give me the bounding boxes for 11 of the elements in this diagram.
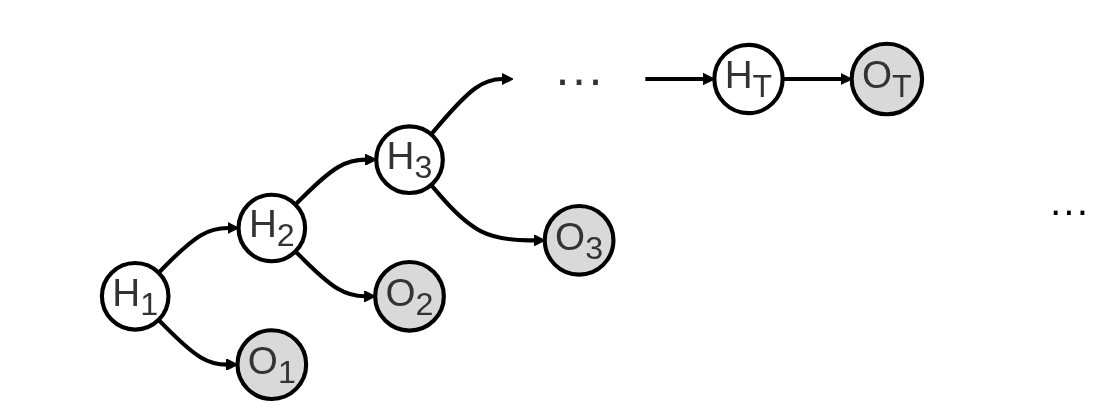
node-circle: O$_{T}$ [849,41,925,117]
node-text: ··· [554,50,604,107]
node-circle: H$_{2}$ [236,192,308,264]
ellipsis-text: ··· [1048,187,1090,233]
arrow [429,72,514,136]
node-circle: H$_{T}$ [712,42,785,116]
node-circle: H$_{1}$ [99,260,171,332]
node-circle: O$_{3}$ [542,203,616,277]
node-circle: O$_{2}$ [373,259,446,333]
node-circle: H$_{3}$ [374,124,445,195]
node-circle: O$_{1}$ [235,328,309,402]
